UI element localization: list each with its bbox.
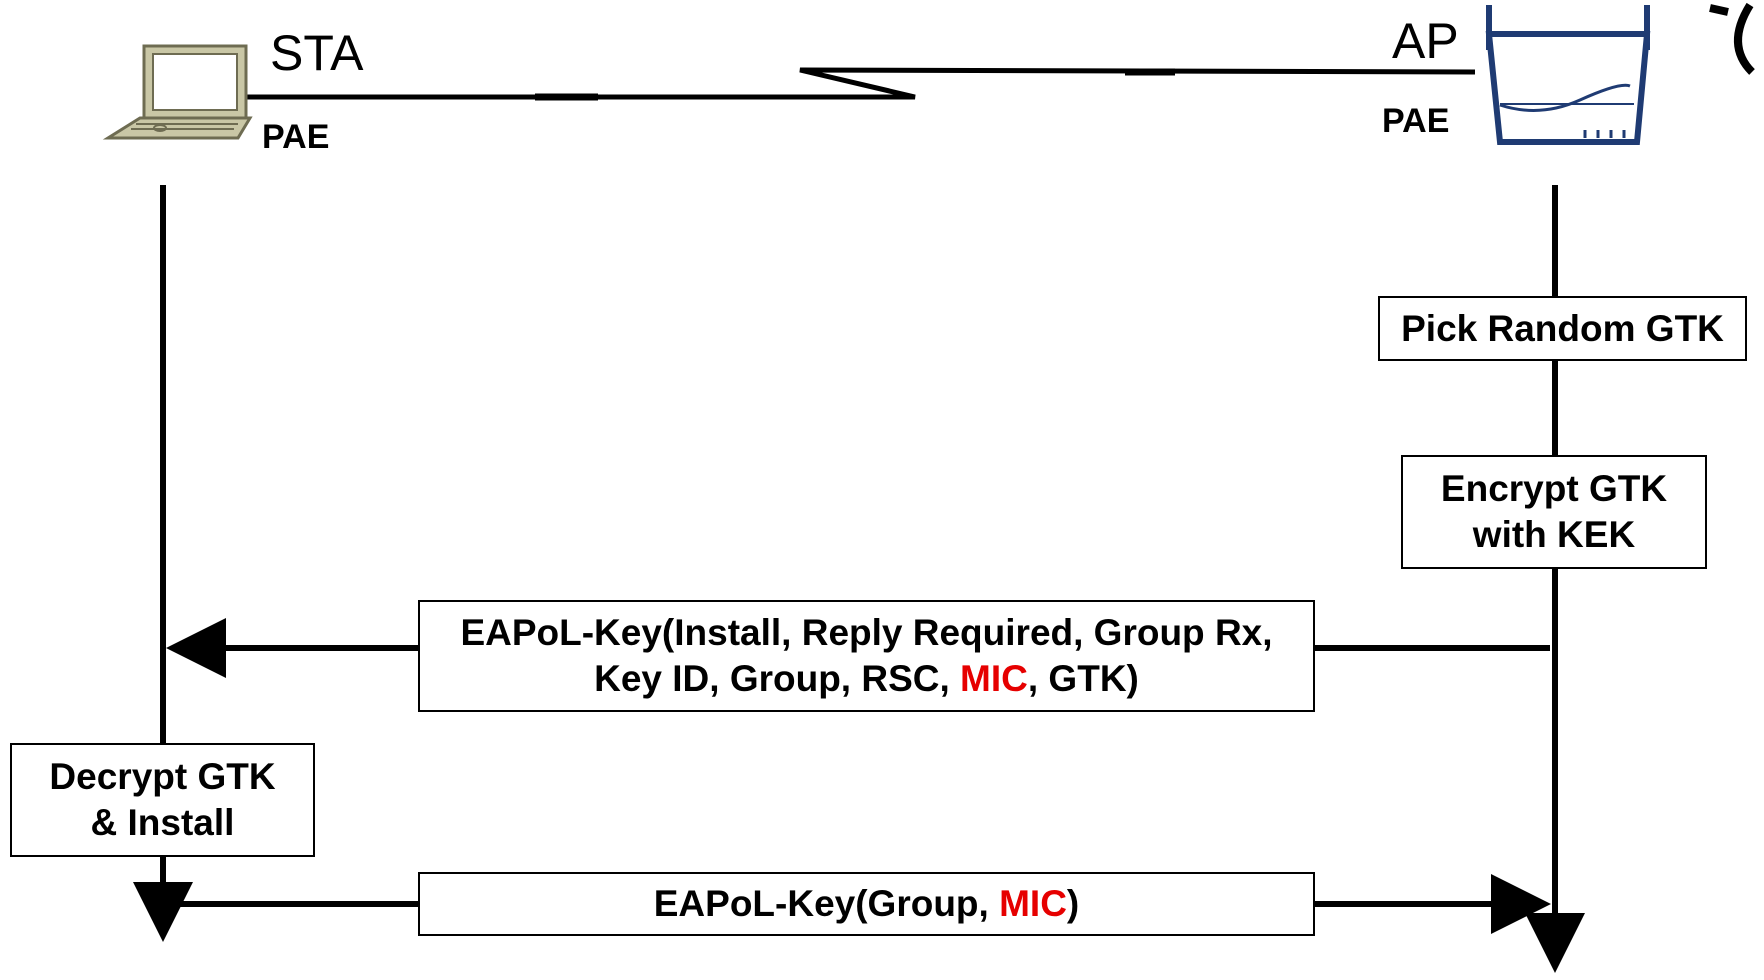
message-2-post: ) [1066, 883, 1080, 924]
ap-pae-label: PAE [1382, 102, 1450, 140]
encrypt-gtk-box: Encrypt GTK with KEK [1401, 455, 1707, 569]
access-point-icon [1485, 5, 1651, 145]
message-2-mic: MIC [999, 883, 1067, 924]
wireless-link [245, 67, 1476, 101]
message-2-label: EAPoL-Key(Group, MIC) [418, 872, 1315, 936]
decrypt-gtk-line2: & Install [90, 802, 235, 843]
encrypt-gtk-line2: with KEK [1472, 514, 1636, 555]
message-1-line1: EAPoL-Key(Install, Reply Required, Group… [460, 612, 1273, 653]
message-1-line2-pre: Key ID, Group, RSC, [594, 658, 961, 699]
antenna-signal-icon [1709, 2, 1755, 75]
message-1-mic: MIC [960, 658, 1028, 699]
sta-label: STA [270, 25, 364, 81]
message-1-line2-post: , GTK) [1027, 658, 1139, 699]
laptop-icon [102, 44, 253, 140]
pick-random-gtk-box: Pick Random GTK [1378, 296, 1747, 361]
message-1-label: EAPoL-Key(Install, Reply Required, Group… [418, 600, 1315, 712]
message-1-line2: Key ID, Group, RSC, MIC, GTK) [460, 656, 1272, 702]
message-2-pre: EAPoL-Key(Group, [653, 883, 1000, 924]
encrypt-gtk-line1: Encrypt GTK [1440, 468, 1668, 509]
message-2-text: EAPoL-Key(Group, MIC) [654, 881, 1080, 927]
decrypt-gtk-line1: Decrypt GTK [49, 756, 276, 797]
decrypt-gtk-box: Decrypt GTK & Install [10, 743, 315, 857]
sta-pae-label: PAE [262, 118, 330, 156]
pick-random-gtk-text: Pick Random GTK [1401, 307, 1724, 349]
ap-label: AP [1392, 13, 1459, 69]
